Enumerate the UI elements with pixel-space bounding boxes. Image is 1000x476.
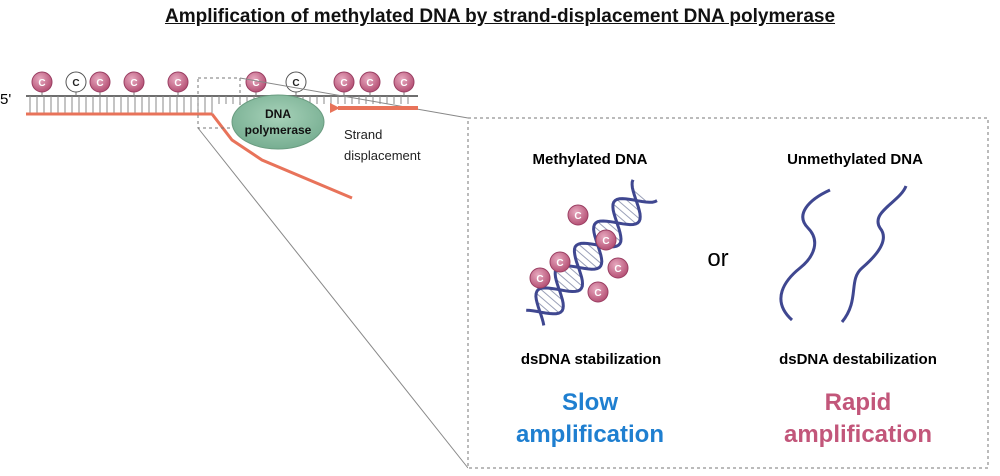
methylated-base: C: [123, 71, 145, 96]
base-label: C: [72, 78, 79, 89]
base-label: C: [366, 78, 373, 89]
base-label: C: [252, 78, 259, 89]
base-label: C: [174, 78, 181, 89]
strand-displacement-label-line1: Strand: [344, 127, 382, 142]
displaced-strand: [210, 113, 353, 200]
helix-methyl-mark: C: [529, 267, 551, 289]
zoom-panel: [467, 117, 989, 469]
base-label: C: [96, 78, 103, 89]
unmethylated-base: C: [65, 71, 87, 96]
helix-methyl-mark: C: [549, 251, 571, 273]
slow-amplification-line1: Slow: [562, 389, 618, 416]
methylated-dna-title: Methylated DNA: [532, 151, 647, 168]
figure-title: Amplification of methylated DNA by stran…: [164, 6, 836, 27]
base-label: C: [292, 78, 299, 89]
base-label: C: [38, 78, 45, 89]
methylated-double-helix: C C C C C C: [526, 179, 658, 326]
helix-methyl-mark: C: [607, 257, 629, 279]
helix-mark-label: C: [574, 211, 581, 222]
five-prime-label: 5': [0, 91, 11, 108]
methylated-base: C: [359, 71, 381, 96]
unmethylated-dna-title: Unmethylated DNA: [787, 151, 923, 168]
base-label: C: [400, 78, 407, 89]
polymerase-label-line2: polymerase: [245, 123, 312, 137]
strand-displacement-label-line2: displacement: [344, 148, 421, 163]
helix-mark-label: C: [602, 236, 609, 247]
rapid-amplification-line2: amplification: [784, 421, 932, 448]
unmethylated-strand-left: [779, 188, 831, 322]
base-pair-ticks: [29, 96, 409, 114]
zoom-region: [197, 77, 241, 129]
methylated-base: C: [333, 71, 355, 96]
or-label: or: [707, 245, 728, 272]
unmethylated-base: C: [285, 71, 307, 96]
base-label: C: [130, 78, 137, 89]
helix-methyl-mark: C: [595, 229, 617, 251]
helix-mark-label: C: [594, 288, 601, 299]
base-label: C: [340, 78, 347, 89]
slow-amplification-line2: amplification: [516, 421, 664, 448]
polymerase-enzyme: [231, 94, 325, 150]
helix-mark-label: C: [536, 274, 543, 285]
methylated-base: C: [31, 71, 53, 96]
methylated-effect: dsDNA stabilization: [521, 351, 661, 368]
helix-methyl-mark: C: [587, 281, 609, 303]
methylated-base: C: [89, 71, 111, 96]
polymerase-label-line1: DNA: [265, 107, 291, 121]
helix-mark-label: C: [614, 264, 621, 275]
methylated-base: C: [393, 71, 415, 96]
unmethylated-effect: dsDNA destabilization: [779, 351, 937, 368]
rapid-amplification-line1: Rapid: [825, 389, 892, 416]
zoom-line-top: [239, 77, 469, 119]
helix-methyl-mark: C: [567, 204, 589, 226]
methylated-base: C: [167, 71, 189, 96]
methylated-base: C: [245, 71, 267, 96]
unmethylated-strand-right: [840, 185, 908, 323]
helix-mark-label: C: [556, 258, 563, 269]
zoom-line-bottom: [197, 127, 469, 469]
